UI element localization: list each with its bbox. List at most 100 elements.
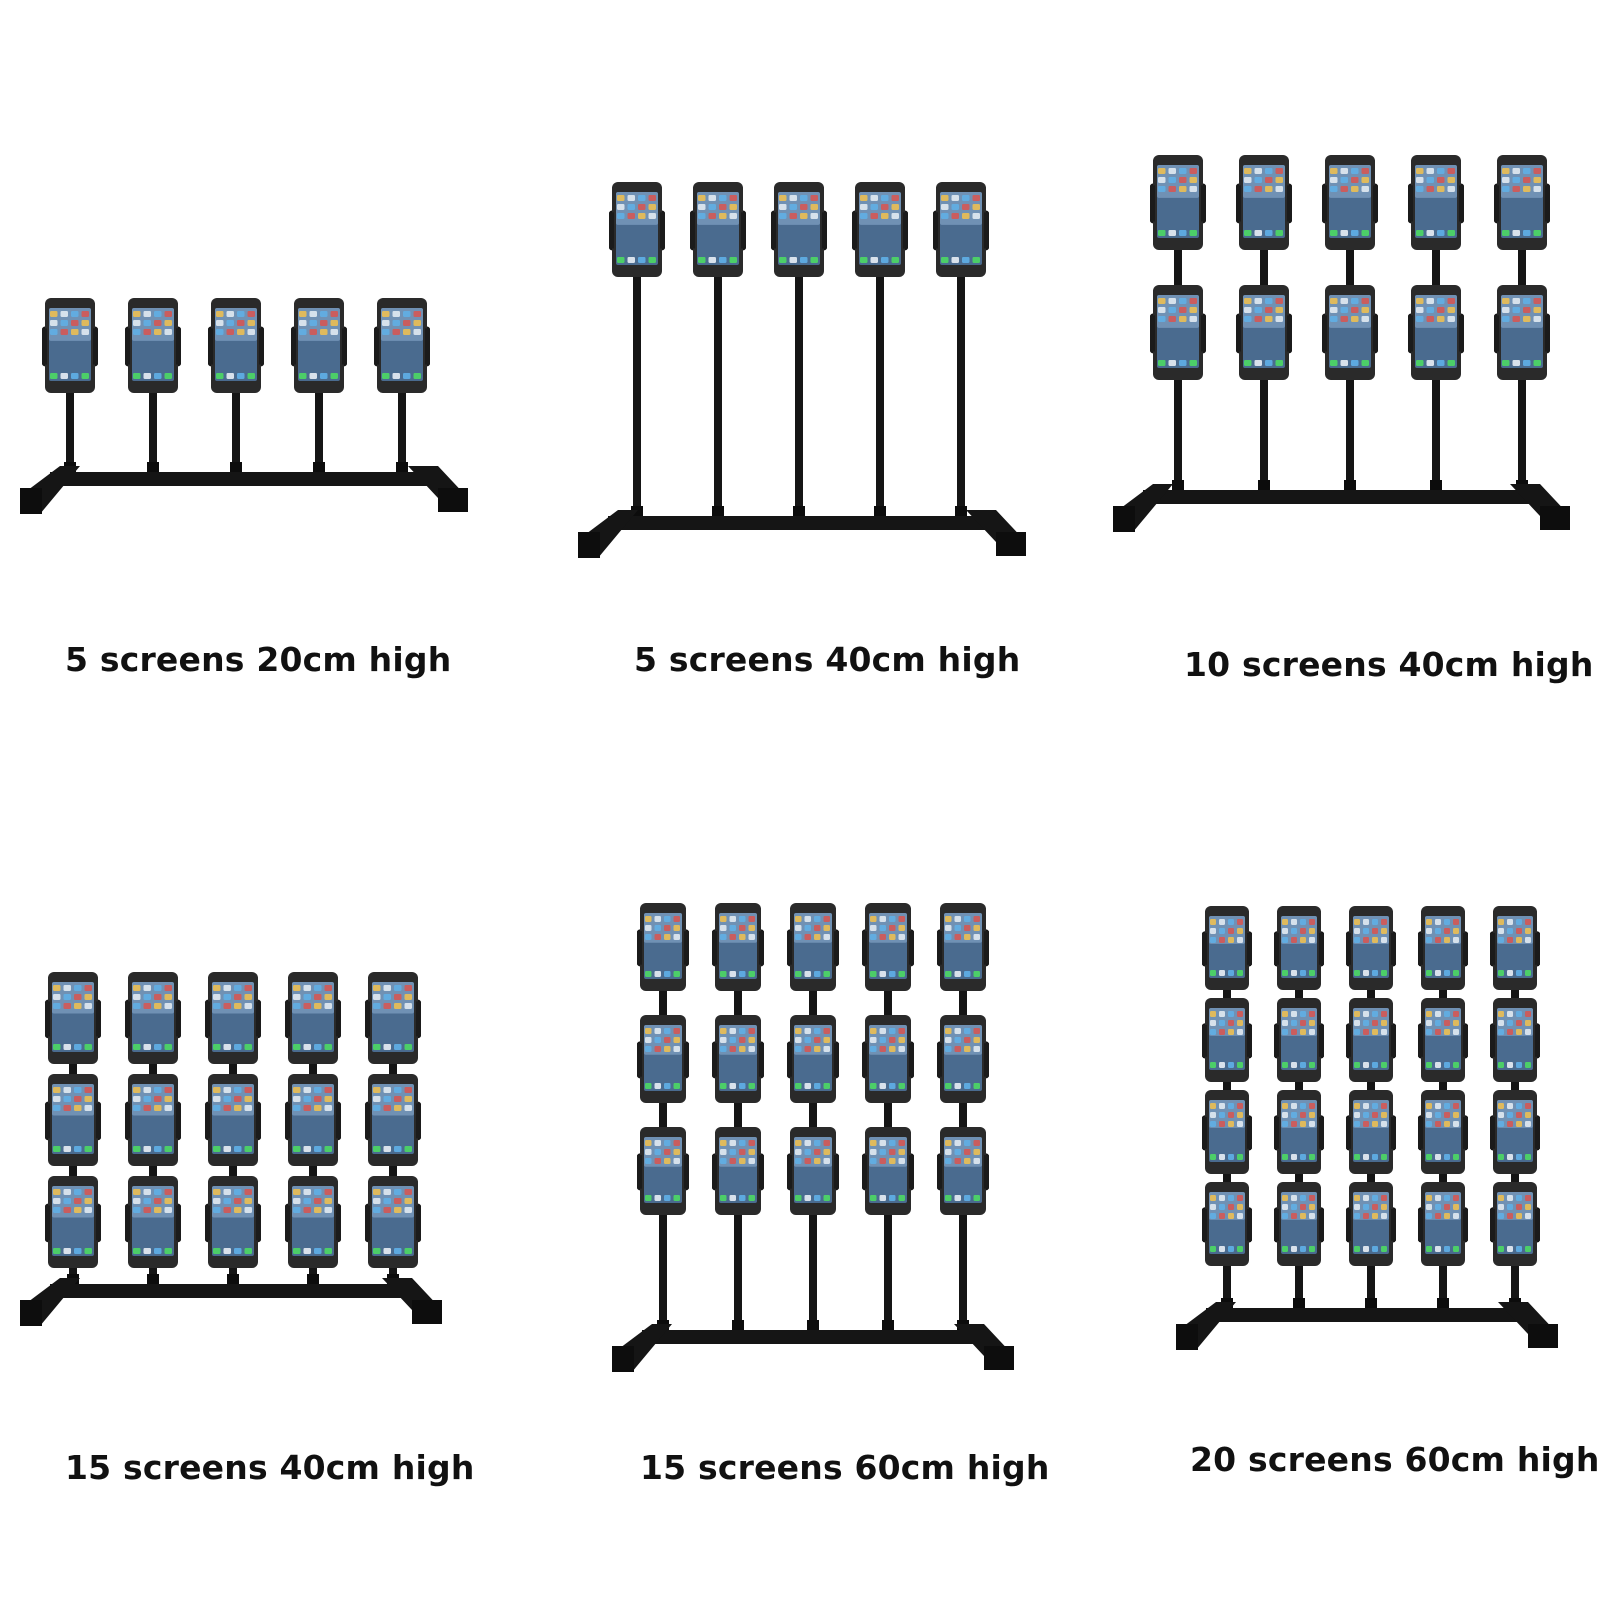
app-icon (1372, 1213, 1378, 1219)
app-icon (216, 329, 224, 335)
clamp-arm-left (1150, 185, 1155, 222)
app-icon (789, 195, 797, 201)
screen-highlight (132, 308, 174, 341)
dock-icon (729, 1083, 736, 1089)
app-icon (404, 1003, 412, 1009)
app-icon (143, 1003, 151, 1009)
app-icon (1516, 937, 1522, 943)
app-icon (1300, 1213, 1306, 1219)
dock-icon (403, 373, 411, 379)
app-icon (814, 916, 821, 922)
app-icon (324, 1198, 332, 1204)
app-icon (664, 934, 671, 940)
app-icon (720, 925, 727, 931)
dock-icon (1372, 1246, 1378, 1252)
app-icon (823, 1149, 830, 1155)
app-icon (50, 320, 58, 326)
app-icon (1416, 307, 1424, 313)
app-icon (964, 916, 971, 922)
app-icon (972, 195, 980, 201)
app-icon (403, 320, 411, 326)
dock-icon (739, 1083, 746, 1089)
clamp-arm-right (93, 328, 98, 365)
app-icon (63, 1096, 71, 1102)
app-icon (748, 1149, 755, 1155)
app-icon (1447, 316, 1455, 322)
app-icon (1354, 1204, 1360, 1210)
clamp-arm-right (759, 1043, 764, 1077)
app-icon (879, 1158, 886, 1164)
app-icon (1291, 1029, 1297, 1035)
dock-icon (889, 1083, 896, 1089)
app-icon (1516, 1029, 1522, 1035)
app-icon (84, 1096, 92, 1102)
app-icon (84, 994, 92, 1000)
left-foot-end (612, 1346, 634, 1372)
dock-icon (143, 373, 151, 379)
app-icon (889, 925, 896, 931)
dock-icon (800, 257, 808, 263)
dock-icon (1372, 1154, 1378, 1160)
app-icon (1507, 1195, 1513, 1201)
app-icon (1282, 928, 1288, 934)
app-icon (1453, 928, 1459, 934)
app-icon (1453, 1020, 1459, 1026)
dock-icon (1507, 1154, 1513, 1160)
app-icon (1453, 1213, 1459, 1219)
app-icon (1525, 937, 1531, 943)
dock-icon (654, 971, 661, 977)
app-icon (1354, 1213, 1360, 1219)
app-icon (1158, 316, 1166, 322)
app-icon (879, 925, 886, 931)
dock-icon (879, 1195, 886, 1201)
app-icon (1516, 928, 1522, 934)
app-icon (664, 1149, 671, 1155)
app-icon (795, 925, 802, 931)
dock-icon (1340, 360, 1348, 366)
app-icon (324, 1207, 332, 1213)
app-icon (1516, 1112, 1522, 1118)
app-icon (1282, 1121, 1288, 1127)
dock-icon (244, 1146, 252, 1152)
app-icon (1381, 937, 1387, 943)
app-icon (74, 1198, 82, 1204)
app-icon (383, 1105, 391, 1111)
dock-icon (1300, 1246, 1306, 1252)
clamp-arm-left (1236, 185, 1241, 222)
app-icon (720, 1037, 727, 1043)
app-icon (1219, 937, 1225, 943)
app-icon (403, 311, 411, 317)
pole (633, 229, 641, 524)
app-icon (1363, 1112, 1369, 1118)
app-icon (324, 985, 332, 991)
app-icon (1309, 1121, 1315, 1127)
app-icon (1291, 937, 1297, 943)
app-icon (1291, 1020, 1297, 1026)
dock-icon (654, 1195, 661, 1201)
dock-icon (154, 1146, 162, 1152)
dock-icon (164, 1146, 172, 1152)
app-icon (673, 1140, 680, 1146)
app-icon (814, 1037, 821, 1043)
dock-icon (779, 257, 787, 263)
app-icon (314, 1096, 322, 1102)
app-icon (1507, 1213, 1513, 1219)
app-icon (1300, 919, 1306, 925)
app-icon (729, 916, 736, 922)
app-icon (1254, 307, 1262, 313)
clamp-arm-right (759, 931, 764, 965)
phone-holder (1346, 906, 1396, 990)
app-icon (382, 320, 390, 326)
clamp-arm-left (712, 931, 717, 965)
app-icon (1228, 1029, 1234, 1035)
screen-highlight (1157, 295, 1199, 328)
base-bar (608, 516, 996, 530)
app-icon (1244, 168, 1252, 174)
app-icon (84, 1105, 92, 1111)
clamp-arm-left (374, 328, 379, 365)
app-icon (1525, 1213, 1531, 1219)
clamp-arm-left (1202, 1024, 1207, 1057)
app-icon (804, 1037, 811, 1043)
app-icon (164, 1189, 172, 1195)
app-icon (870, 213, 878, 219)
